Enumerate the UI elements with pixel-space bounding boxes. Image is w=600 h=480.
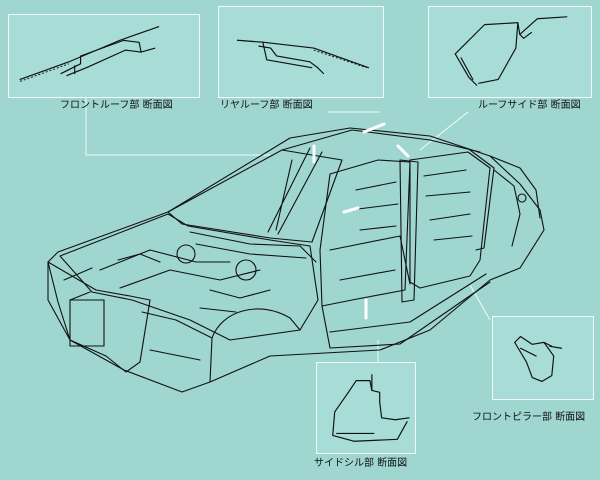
rear-roof-section-drawing (236, 39, 370, 75)
rear-roof-label: リヤルーフ部 断面図 (220, 100, 313, 111)
fuel-filler (517, 193, 527, 203)
side-sill-label: サイドシル部 断面図 (314, 458, 408, 469)
front-roof-section-drawing (19, 26, 160, 82)
side-sill-line (321, 273, 491, 349)
marker-roof-side (396, 144, 410, 158)
marker-rear-roof (362, 122, 386, 134)
strut-towers (99, 249, 261, 289)
strut-left (176, 244, 196, 264)
roof-side-section-drawing (454, 16, 568, 86)
rear-deck (489, 155, 541, 247)
c-pillar (469, 149, 495, 251)
front-rails (141, 311, 213, 383)
rear-roof-panel (218, 6, 384, 98)
section-markers (312, 122, 410, 320)
front-pillar-section-drawing (514, 335, 563, 383)
wheel-arch-front (211, 308, 301, 339)
side-sill-section-drawing (332, 374, 410, 442)
front-pillar-label: フロントピラー部 断面図 (472, 412, 586, 423)
roof-line (281, 129, 481, 153)
dash-panel (189, 231, 317, 263)
floor-pan (329, 235, 411, 285)
leader-roof-side (419, 111, 469, 151)
strut-right (235, 259, 257, 281)
radiator-support (47, 261, 151, 373)
rear-door-opening (409, 151, 491, 289)
leader-lines (85, 98, 491, 362)
marker-front-pillar (342, 206, 360, 214)
front-pillar-panel (492, 316, 594, 400)
roof-side-label: ルーフサイド部 断面図 (478, 100, 581, 111)
car-body (47, 127, 545, 393)
a-pillar (267, 147, 323, 235)
front-roof-label: フロントルーフ部 断面図 (60, 100, 173, 111)
front-bulkhead (59, 213, 319, 341)
interior-detail (349, 169, 473, 241)
radiator-opening (69, 299, 105, 347)
engine-bay-detail (63, 253, 271, 313)
leader-front-pillar (469, 284, 491, 321)
roof-side-panel (428, 6, 592, 98)
front-door-opening (319, 159, 411, 307)
b-pillar (399, 159, 419, 303)
side-sill-panel (316, 362, 416, 454)
front-roof-panel (8, 14, 200, 98)
leader-front-roof (85, 98, 270, 156)
body-outline (47, 127, 545, 393)
